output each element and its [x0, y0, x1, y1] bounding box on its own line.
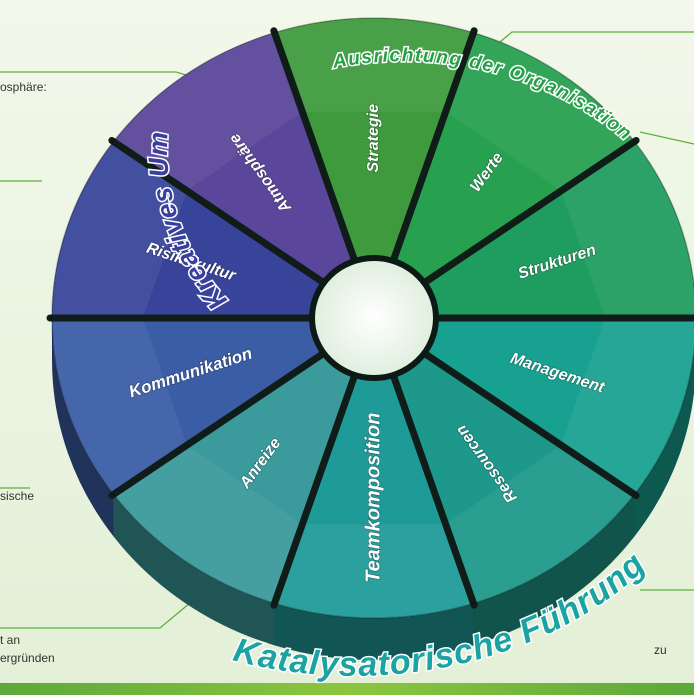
segment-separator: [389, 369, 478, 609]
segment-separator: [270, 27, 359, 267]
segment-highlight-management: [560, 318, 694, 495]
side-text-left-bottom-1: t an: [0, 633, 21, 647]
segment-highlight-strategie: [274, 17, 474, 112]
segment-side-teamkomposition: [274, 603, 474, 660]
segment-side-kommunikation: [52, 318, 114, 537]
segment-side-ressourcen: [473, 494, 635, 646]
side-text-atmosphaere: osphäre:: [0, 80, 47, 94]
wheel-rim: [51, 17, 694, 619]
wheel-faces: [52, 17, 694, 618]
side-text-physische: sische: [0, 489, 35, 503]
segment-side-anreize: [113, 494, 275, 646]
segment-separator: [419, 136, 640, 288]
segment-kommunikation: [52, 318, 326, 495]
segment-side-management: [634, 350, 694, 537]
segment-highlight-werte: [445, 32, 635, 191]
wheel-separators: [46, 17, 694, 619]
segment-separator: [108, 348, 329, 500]
segment-separator: [108, 136, 329, 288]
segment-highlight-anreize: [113, 445, 303, 604]
segment-label-teamkomposition: Teamkomposition: [362, 413, 384, 583]
segment-management: [422, 318, 694, 495]
segment-label-strategie: Strategie: [365, 104, 382, 173]
segment-risikokultur: [52, 141, 326, 318]
side-text-left-bottom-2: ergründen: [0, 651, 55, 665]
segment-strukturen: [422, 141, 694, 318]
segment-highlight-teamkomposition: [274, 524, 474, 618]
segment-separator: [389, 27, 478, 267]
side-text-right-bottom: zu: [654, 643, 667, 657]
bottom-accent-bar: [0, 683, 694, 695]
segment-separator: [419, 348, 640, 500]
wheel-center-hole: [309, 255, 439, 381]
segment-strategie: [274, 17, 474, 263]
segment-highlight-atmosph-re: [113, 32, 303, 191]
segment-separator: [270, 369, 359, 609]
segment-teamkomposition: [274, 373, 474, 618]
segment-highlight-risikokultur: [52, 141, 188, 318]
segment-highlight-strukturen: [560, 141, 694, 318]
segment-highlight-kommunikation: [52, 318, 188, 495]
segment-highlight-ressourcen: [445, 445, 635, 604]
